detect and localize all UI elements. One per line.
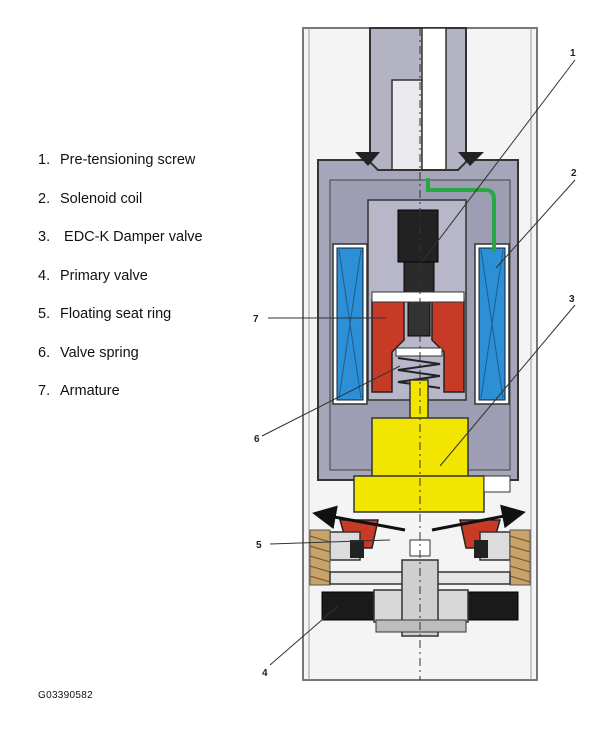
legend-item-armature: 7.Armature [38, 383, 120, 399]
thread-left [309, 529, 331, 586]
solenoid-coil-left [332, 243, 368, 405]
armature [371, 291, 465, 393]
callout-7: 7 [253, 314, 259, 325]
legend-item-floating-seat-ring: 5.Floating seat ring [38, 306, 172, 322]
coil-wire [426, 178, 496, 252]
legend-item-primary-valve: 4.Primary valve [38, 267, 148, 284]
legend-item-valve-spring: 6.Valve spring [38, 344, 139, 361]
legend-list: 1.Pre-tensioning screw 2.Solenoid coil 3… [38, 150, 203, 420]
figure-code: G03390582 [38, 690, 93, 701]
legend-item-pre-tensioning-screw: 1.Pre-tensioning screw [38, 152, 196, 168]
callout-3: 3 [569, 294, 575, 305]
thread-right [509, 529, 531, 586]
solenoid-coil-right [474, 243, 510, 405]
callout-1: 1 [570, 48, 576, 59]
callout-2: 2 [571, 168, 577, 179]
flow-arrows [312, 504, 526, 532]
callout-6: 6 [254, 434, 260, 445]
callout-5: 5 [256, 540, 262, 551]
damper-valve [353, 379, 511, 513]
leader-lines [261, 59, 576, 666]
valve-spring [395, 347, 443, 389]
pre-tensioning-screw [397, 209, 439, 337]
legend-item-damper-valve: 3. EDC-K Damper valve [38, 229, 203, 245]
floating-seat-ring [329, 519, 511, 561]
legend-item-solenoid-coil: 2.Solenoid coil [38, 190, 143, 207]
callout-4: 4 [262, 668, 268, 679]
